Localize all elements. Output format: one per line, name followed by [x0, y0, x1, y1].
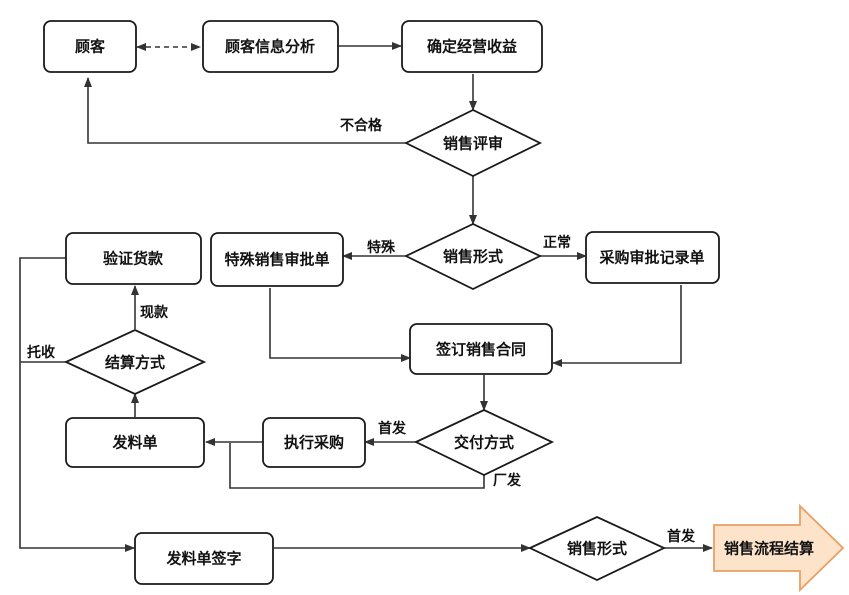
node-delivery-method: 交付方式 [413, 409, 555, 477]
node-customer-analysis: 顾客信息分析 [202, 20, 339, 73]
edge-special-contract [269, 288, 411, 362]
node-sign-contract: 签订销售合同 [409, 323, 553, 375]
node-verify-payment: 验证货款 [65, 232, 202, 285]
connectors [19, 42, 713, 552]
node-settlement-method-label: 结算方式 [105, 354, 165, 372]
edge-label-normal: 正常 [543, 234, 571, 251]
node-sales-review: 销售评审 [403, 108, 543, 178]
node-delivery-method-label: 交付方式 [454, 434, 514, 452]
node-settlement-method: 结算方式 [63, 329, 207, 395]
edge-label-factory-delivery: 厂发 [493, 472, 522, 489]
node-customer-label: 顾客 [75, 38, 106, 56]
node-issue-sign-label: 发料单签字 [165, 550, 241, 568]
edge-label-first-delivery-2: 首发 [667, 528, 696, 545]
node-sales-end: 销售流程结算 [713, 503, 845, 593]
node-sales-form-2-label: 销售形式 [567, 540, 627, 558]
node-sign-contract-label: 签订销售合同 [435, 341, 526, 359]
edge-delivery-factory [229, 443, 485, 489]
node-customer-analysis-label: 顾客信息分析 [225, 38, 315, 56]
node-sales-form: 销售形式 [403, 223, 543, 291]
node-confirm-revenue: 确定经营收益 [401, 20, 543, 73]
node-confirm-revenue-label: 确定经营收益 [427, 38, 517, 56]
node-verify-payment-label: 验证货款 [103, 250, 164, 268]
edge-label-first-delivery: 首发 [378, 420, 407, 437]
node-execute-purchase: 执行采购 [262, 417, 366, 468]
node-customer: 顾客 [43, 20, 137, 73]
node-special-approval-label: 特殊销售审批单 [224, 251, 329, 269]
edge-record-contract [552, 285, 682, 367]
node-issue-sign: 发料单签字 [134, 532, 274, 585]
edge-verify-sign [19, 257, 135, 552]
node-sales-end-label: 销售流程结算 [724, 540, 814, 558]
node-purchase-record: 采购审批记录单 [585, 231, 720, 284]
node-issue-order-label: 发料单 [111, 434, 157, 452]
node-sales-form-label: 销售形式 [443, 248, 503, 266]
edge-label-collection: 托收 [27, 344, 56, 361]
node-execute-purchase-label: 执行采购 [284, 434, 344, 452]
node-issue-order: 发料单 [65, 417, 205, 468]
node-sales-form-2: 销售形式 [527, 516, 667, 581]
node-sales-review-label: 销售评审 [443, 135, 503, 153]
node-purchase-record-label: 采购审批记录单 [598, 249, 704, 267]
edge-review-customer [84, 77, 406, 144]
node-special-approval: 特殊销售审批单 [210, 232, 344, 287]
edge-label-special: 特殊 [367, 239, 396, 256]
edge-label-cash: 现款 [140, 304, 169, 321]
end-block-arrow-icon [713, 503, 845, 593]
edge-label-unqualified: 不合格 [340, 117, 383, 134]
